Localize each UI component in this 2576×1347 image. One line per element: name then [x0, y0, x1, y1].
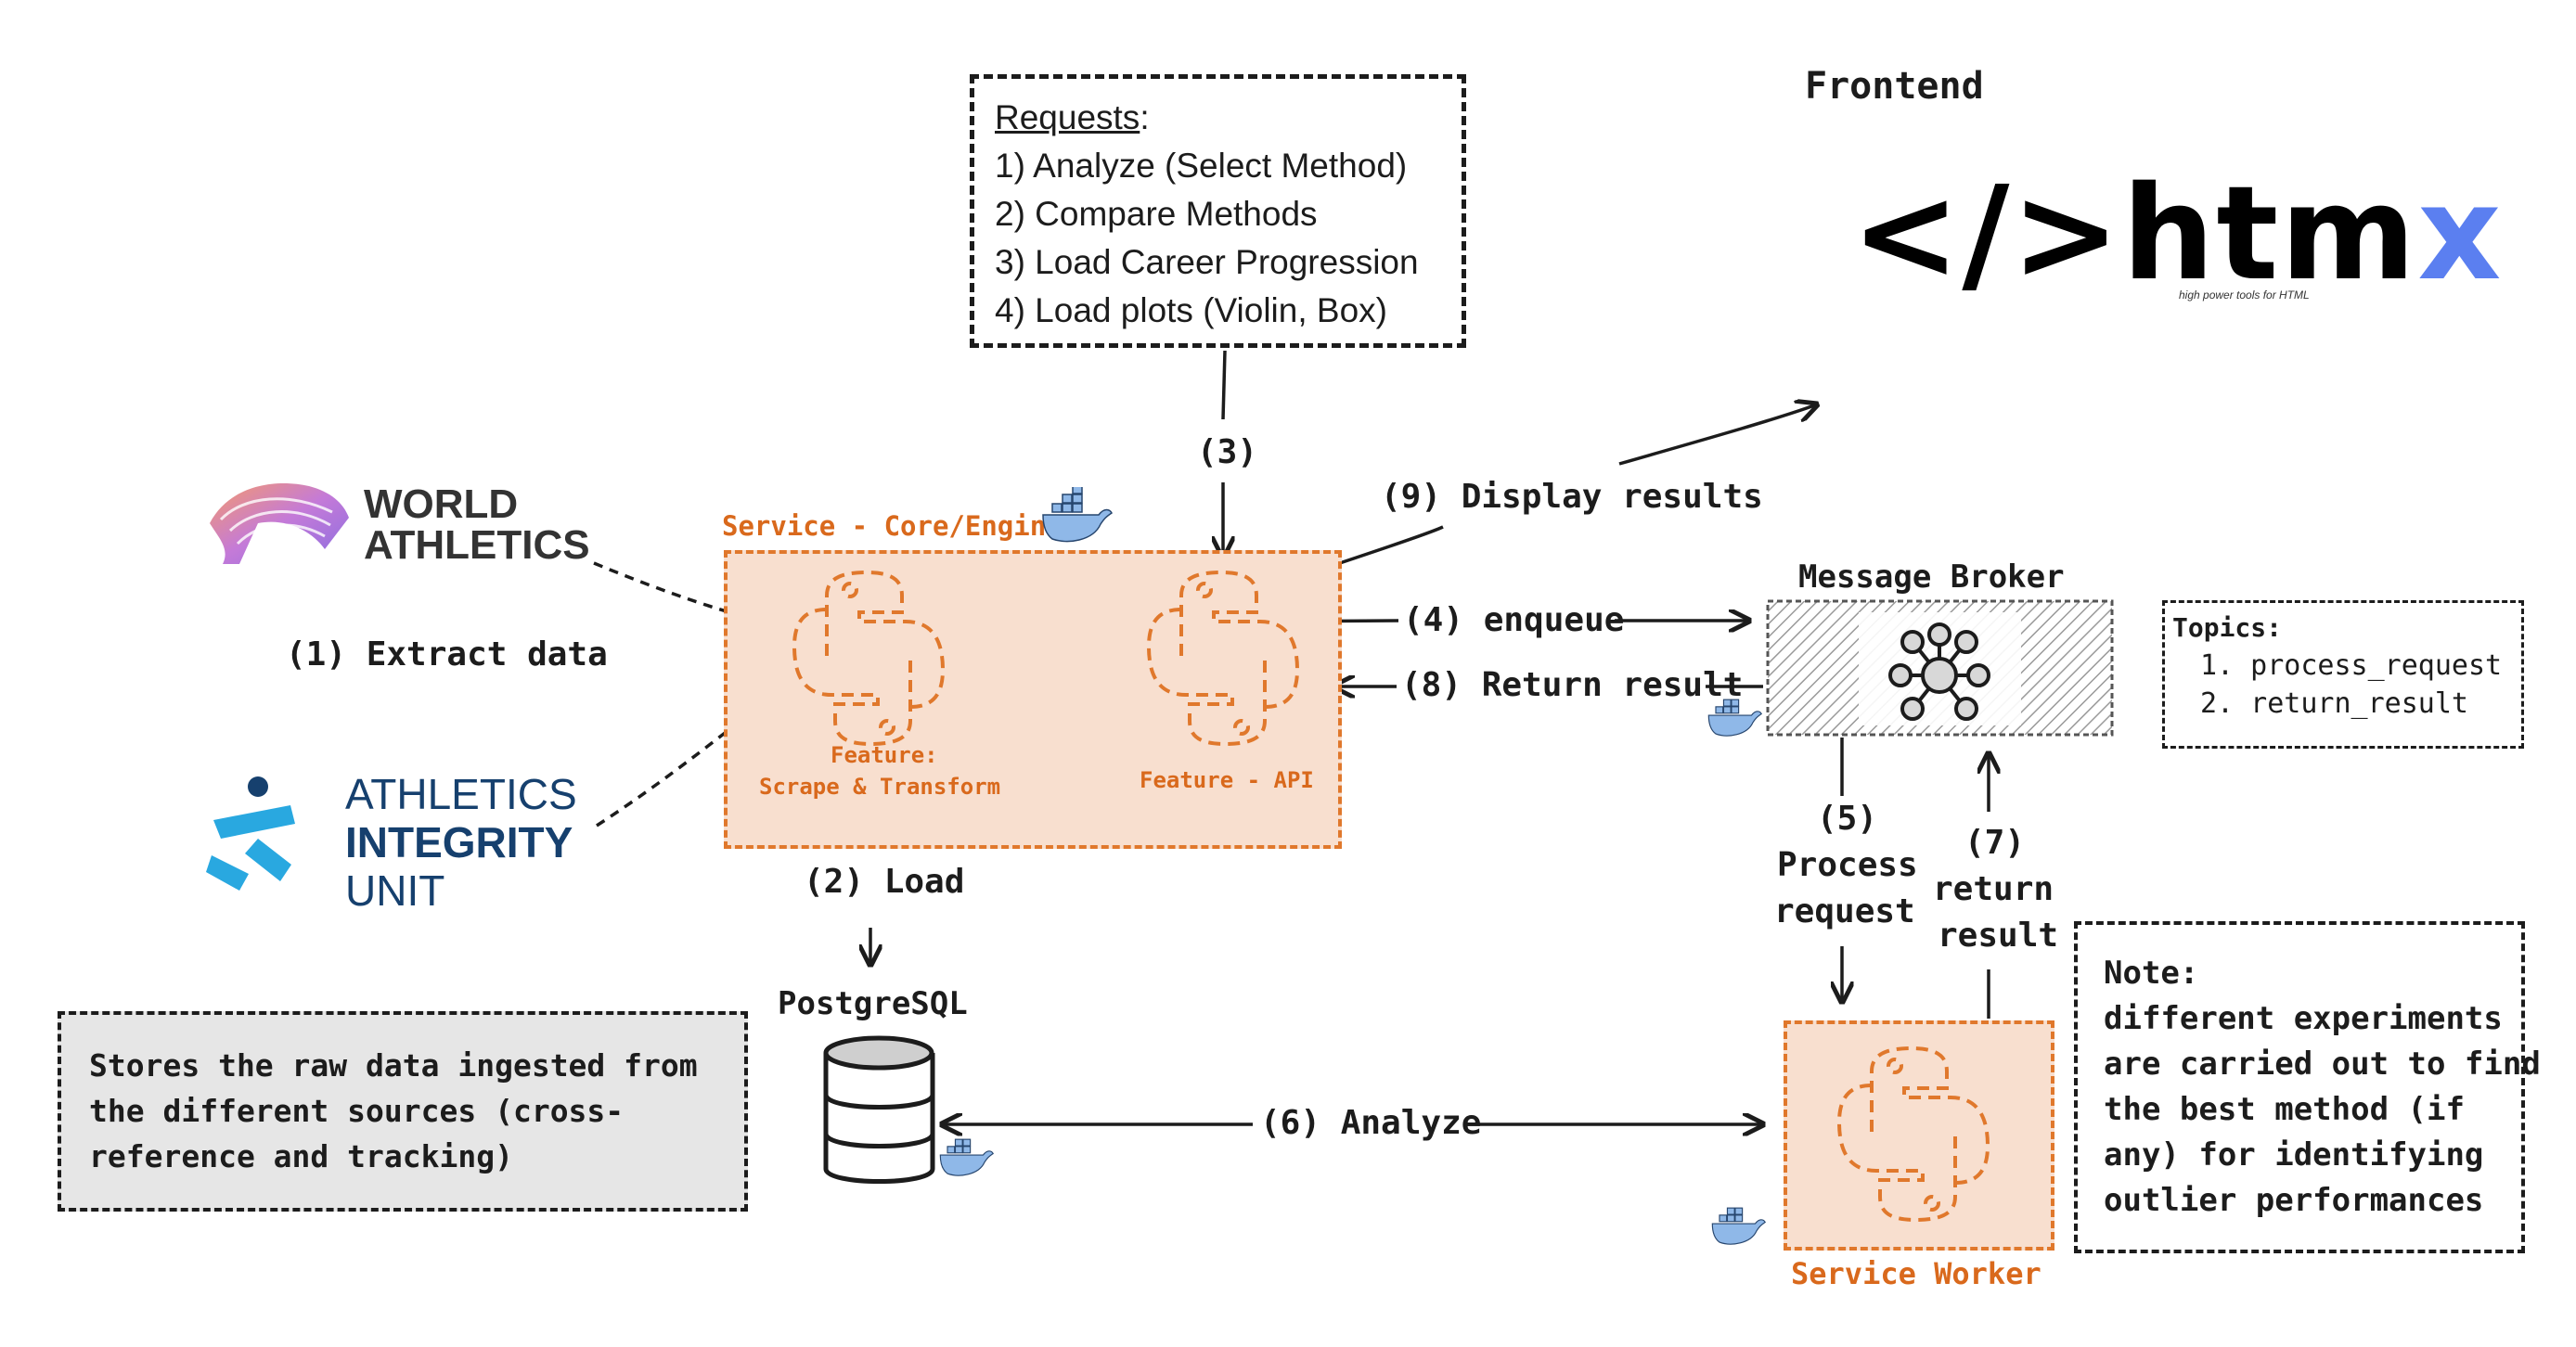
frontend-title: Frontend [1805, 65, 1984, 108]
note-line: different experiments [2104, 1000, 2503, 1037]
topic-item: 2. return_result [2200, 687, 2468, 720]
topics-box: Topics: 1. process_request 2. return_res… [2162, 600, 2524, 749]
feature-scrape-label-2: Scrape & Transform [759, 774, 1001, 800]
arrow-display-results-head [1618, 404, 1817, 466]
python-icon [792, 570, 946, 747]
topics-title: Topics: [2172, 612, 2283, 643]
requests-heading: Requests: [995, 94, 1419, 142]
note-line: the best method (if [2104, 1091, 2465, 1128]
htmx-logo: </>htmx [1851, 165, 2504, 304]
db-note-line: the different sources (cross- [89, 1093, 625, 1129]
feature-scrape-label-1: Feature: [831, 742, 938, 768]
aiu-wordmark: ATHLETICS INTEGRITY UNIT [345, 770, 577, 915]
core-service-title: Service - Core/Engine [722, 510, 1063, 542]
request-item: 1) Analyze (Select Method) [995, 147, 1408, 185]
aiu-line1: ATHLETICS [345, 770, 577, 818]
requests-heading-colon: : [1140, 98, 1150, 136]
docker-icon [1711, 1207, 1766, 1245]
db-title: PostgreSQL [778, 985, 968, 1022]
step-process-label-2: Process [1777, 846, 1918, 884]
note-text: Note: different experiments are carried … [2104, 951, 2541, 1224]
request-item: 4) Load plots (Violin, Box) [995, 291, 1387, 329]
step-return-label-2: return [1933, 870, 2054, 908]
htmx-logo-x: x [2417, 159, 2504, 310]
feature-api-label: Feature - API [1140, 767, 1314, 793]
step-load-label: (2) Load [804, 863, 965, 901]
htmx-logo-text: </>htm [1851, 159, 2418, 310]
broker-title: Message Broker [1798, 558, 2065, 596]
db-note-text: Stores the raw data ingested from the di… [89, 1043, 698, 1179]
arrow-requests-to-api-top [1221, 350, 1227, 420]
note-line: any) for identifying [2104, 1136, 2484, 1174]
htmx-tagline: high power tools for HTML [2179, 289, 2310, 301]
step-return-label-3: result [1938, 917, 2059, 955]
note-line: outlier performances [2104, 1182, 2484, 1219]
db-note-box: Stores the raw data ingested from the di… [58, 1011, 748, 1212]
world-athletics-line1: WORLD [364, 481, 519, 527]
request-item: 2) Compare Methods [995, 195, 1318, 233]
worker-title: Service Worker [1791, 1256, 2041, 1291]
aiu-line2: INTEGRITY [345, 818, 573, 866]
topic-item: 1. process_request [2200, 649, 2503, 682]
step-return-result-label: (8) Return result [1401, 666, 1744, 704]
worker-service-box [1784, 1020, 2054, 1251]
db-note-line: Stores the raw data ingested from [89, 1047, 698, 1084]
docker-icon [1042, 487, 1113, 543]
note-title: Note: [2104, 955, 2199, 992]
step-analyze-label: (6) Analyze [1260, 1104, 1482, 1142]
note-line: are carried out to find [2104, 1046, 2541, 1083]
requests-list: Requests: 1) Analyze (Select Method) 2) … [995, 94, 1419, 335]
docker-icon [1707, 699, 1762, 737]
request-item: 3) Load Career Progression [995, 243, 1419, 281]
step-return-label-1: (7) [1964, 824, 2026, 862]
step-process-label-3: request [1774, 892, 1915, 930]
python-icon [1836, 1046, 1990, 1223]
aiu-logo-icon [206, 776, 295, 891]
step3-label: (3) [1197, 433, 1258, 471]
broker-box [1766, 599, 2114, 737]
core-service-box [724, 550, 1342, 849]
database-icon [823, 1035, 935, 1184]
requests-box: Requests: 1) Analyze (Select Method) 2) … [970, 74, 1466, 348]
world-athletics-line2: ATHLETICS [364, 522, 590, 568]
step-enqueue-label: (4) enqueue [1403, 601, 1625, 639]
step-process-label-1: (5) [1817, 800, 1878, 838]
docker-icon [939, 1138, 994, 1176]
requests-heading-text: Requests [995, 98, 1140, 136]
db-note-line: reference and tracking) [89, 1138, 513, 1174]
python-icon [1146, 570, 1300, 747]
aiu-line3: UNIT [345, 866, 445, 915]
note-box: Note: different experiments are carried … [2074, 921, 2541, 1253]
extract-data-label: (1) Extract data [286, 635, 608, 674]
world-athletics-wordmark: WORLD ATHLETICS [364, 484, 590, 566]
world-athletics-logo-icon [210, 482, 349, 564]
step-display-results-label: (9) Display results [1381, 478, 1763, 516]
